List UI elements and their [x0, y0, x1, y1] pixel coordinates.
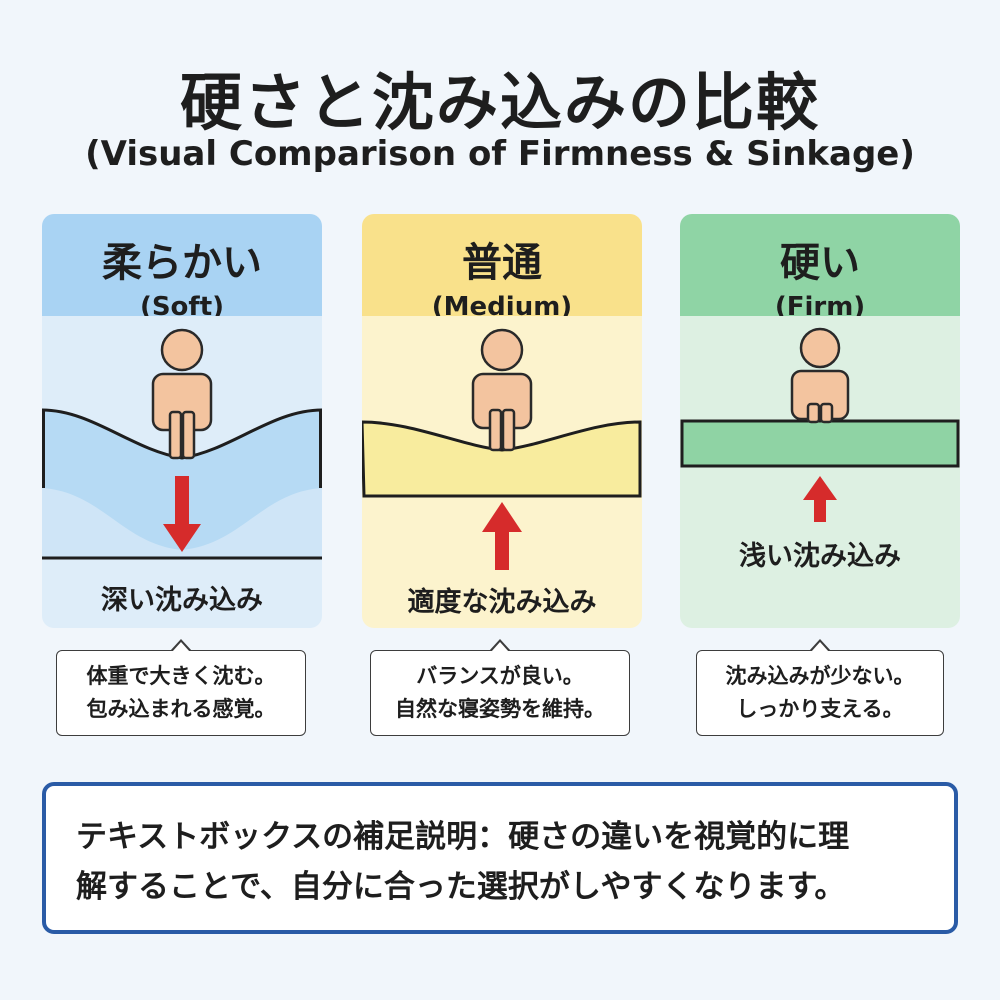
medium-mattress: [362, 420, 642, 498]
bubble-soft-line-1: 体重で大きく沈む。: [86, 664, 276, 688]
bubble-firm: 沈み込みが少ない。 しっかり支える。: [696, 639, 944, 736]
panel-soft-caption: 深い沈み込み: [101, 585, 263, 616]
bubble-medium: バランスが良い。 自然な寝姿勢を維持。: [370, 639, 630, 736]
soft-underlay: [42, 464, 322, 558]
soft-mattress-top-edge: [42, 408, 322, 460]
supplementary-note-box: テキストボックスの補足説明：硬さの違いを視覚的に理 解することで、自分に合った選…: [42, 782, 958, 934]
bubble-medium-line-1: バランスが良い。: [416, 664, 584, 688]
panel-medium-caption: 適度な沈み込み: [407, 587, 597, 618]
panel-soft-header: 柔らかい (Soft): [42, 214, 322, 322]
panel-soft-title: 柔らかい: [102, 240, 262, 286]
bubble-soft: 体重で大きく沈む。 包み込まれる感覚。: [56, 639, 306, 736]
panel-firm-title: 硬い: [780, 240, 860, 286]
firm-mattress: [680, 419, 960, 468]
bubble-firm-line-2: しっかり支える。: [736, 697, 904, 721]
red-arrow-icon: [482, 502, 522, 570]
person-icon: [151, 328, 213, 460]
panel-firm: 硬い (Firm) 浅い沈み込み: [680, 214, 960, 628]
person-icon: [790, 327, 850, 424]
page-title: 硬さと沈み込みの比較: [179, 66, 820, 139]
medium-illustration: [362, 328, 642, 570]
soft-illustration: [42, 328, 322, 560]
note-line-2: 解することで、自分に合った選択がしやすくなります。: [76, 869, 846, 905]
firm-illustration: [680, 327, 960, 522]
panel-medium: 普通 (Medium) 適度な沈み込み: [362, 214, 642, 628]
panel-firm-caption: 浅い沈み込み: [739, 541, 901, 572]
panel-medium-header: 普通 (Medium): [362, 214, 642, 322]
page-subtitle: (Visual Comparison of Firmness & Sinkage…: [85, 134, 915, 174]
panel-soft: 柔らかい (Soft) 深い沈み込み: [42, 214, 322, 628]
panel-medium-title: 普通: [462, 240, 542, 286]
bubble-medium-line-2: 自然な寝姿勢を維持。: [395, 697, 605, 721]
note-line-1: テキストボックスの補足説明：硬さの違いを視覚的に理: [76, 819, 850, 855]
bubble-soft-line-2: 包み込まれる感覚。: [86, 697, 276, 721]
bubble-firm-line-1: 沈み込みが少ない。: [725, 664, 915, 688]
red-arrow-icon: [803, 476, 837, 522]
person-icon: [471, 328, 533, 452]
red-arrow-icon: [163, 476, 201, 552]
